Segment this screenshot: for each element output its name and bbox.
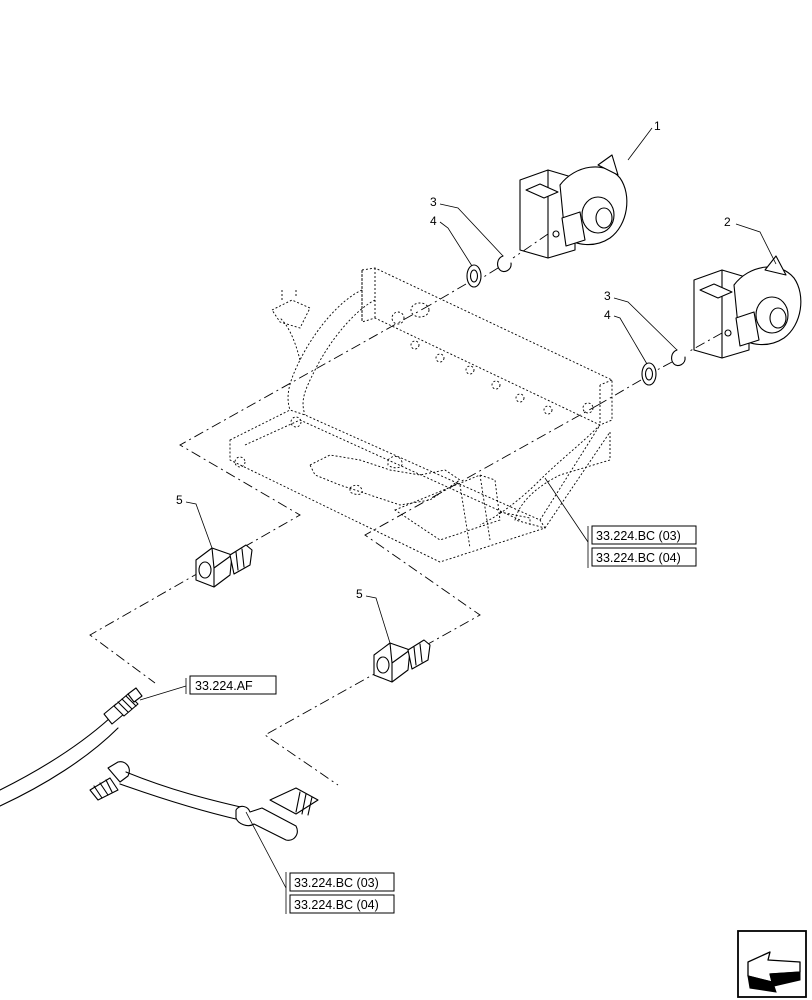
frame-reference-group[interactable]: 33.224.BC (03) 33.224.BC (04): [587, 525, 697, 568]
fitting-5a: [195, 544, 253, 588]
pipe-reference-2[interactable]: 33.224.BC (04): [294, 898, 379, 912]
callout-5a: 5: [176, 493, 183, 507]
hose-reference-group[interactable]: 33.224.AF: [185, 675, 277, 695]
callout-3b: 3: [604, 289, 611, 303]
hose-assembly: [0, 687, 143, 807]
washer-4b: [641, 362, 657, 386]
pipe-reference-group[interactable]: 33.224.BC (03) 33.224.BC (04): [285, 872, 395, 914]
callout-4b: 4: [604, 308, 611, 322]
callout-2: 2: [724, 215, 731, 229]
callout-1: 1: [654, 119, 661, 133]
callout-5b: 5: [356, 587, 363, 601]
washer-4a: [466, 264, 482, 288]
pipe-reference-1[interactable]: 33.224.BC (03): [294, 876, 379, 890]
hose-reference[interactable]: 33.224.AF: [195, 679, 253, 693]
callout-3a: 3: [430, 195, 437, 209]
frame-reference-1[interactable]: 33.224.BC (03): [596, 529, 681, 543]
support-frame: [229, 267, 613, 563]
snap-ring-3a: [497, 255, 512, 273]
snap-ring-3b: [671, 349, 686, 367]
callout-4a: 4: [430, 214, 437, 228]
frame-reference-2[interactable]: 33.224.BC (04): [596, 551, 681, 565]
coupler-2: [693, 255, 802, 359]
bent-pipe: [89, 761, 319, 841]
coupler-1: [519, 154, 628, 259]
page-next-arrow-icon[interactable]: [737, 930, 807, 998]
fitting-5b: [373, 639, 431, 683]
